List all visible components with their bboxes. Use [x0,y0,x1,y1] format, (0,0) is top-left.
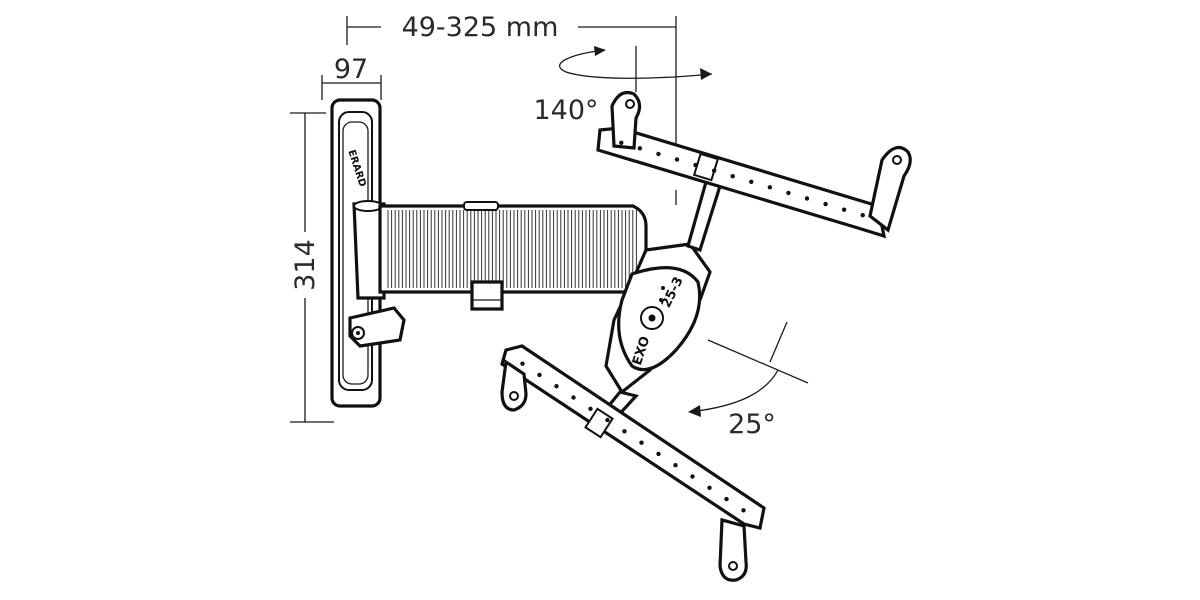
lower-tv-rail [500,344,766,582]
mounting-hole [711,168,717,173]
swivel-angle-label: 140° [533,95,598,126]
mounting-hole [537,372,542,378]
arrow-icon [594,46,606,56]
mounting-hole [860,213,865,218]
mounting-hole [693,162,698,168]
arm [352,200,648,311]
mounting-hole [786,190,791,196]
mounting-hole [571,395,576,400]
mounting-hole [656,151,661,157]
mounting-hole [841,207,847,212]
plate-height-label: 314 [290,239,321,291]
tilt-pivot-hub: EXO 25-3 [604,242,712,395]
dimension-width-range: 49-325 mm [346,12,677,205]
swivel-angle-indicator: 140° [533,46,713,126]
mounting-hole [730,174,735,179]
mounting-hole [554,384,559,389]
mounting-hole [588,406,593,411]
mounting-hole [823,201,828,207]
dimension-plate-height: 314 [290,112,334,423]
arrow-icon [688,405,701,417]
width-range-label: 49-325 mm [402,12,559,43]
dimension-plate-depth: 97 [321,54,382,100]
mounting-hole [804,196,810,201]
mounting-hole [741,508,746,513]
mounting-hole [637,146,643,151]
mounting-hole [674,157,680,162]
mounting-hole [656,451,661,457]
tilt-angle-indicator: 25° [688,321,809,440]
mounting-hole [724,496,729,502]
arrow-icon [700,68,712,80]
upper-tv-rail [596,90,912,239]
plate-depth-label: 97 [334,54,368,85]
mounting-hole [690,474,695,479]
mounting-hole [707,485,712,490]
mounting-hole [605,417,610,423]
mounting-hole [673,463,678,468]
mounting-hole [520,361,525,366]
mounting-hole [639,440,644,445]
mounting-hole [767,185,773,190]
tilt-angle-label: 25° [728,409,776,440]
mounting-hole [619,140,624,145]
mounting-hole [749,179,754,184]
mounting-hole [622,429,627,434]
